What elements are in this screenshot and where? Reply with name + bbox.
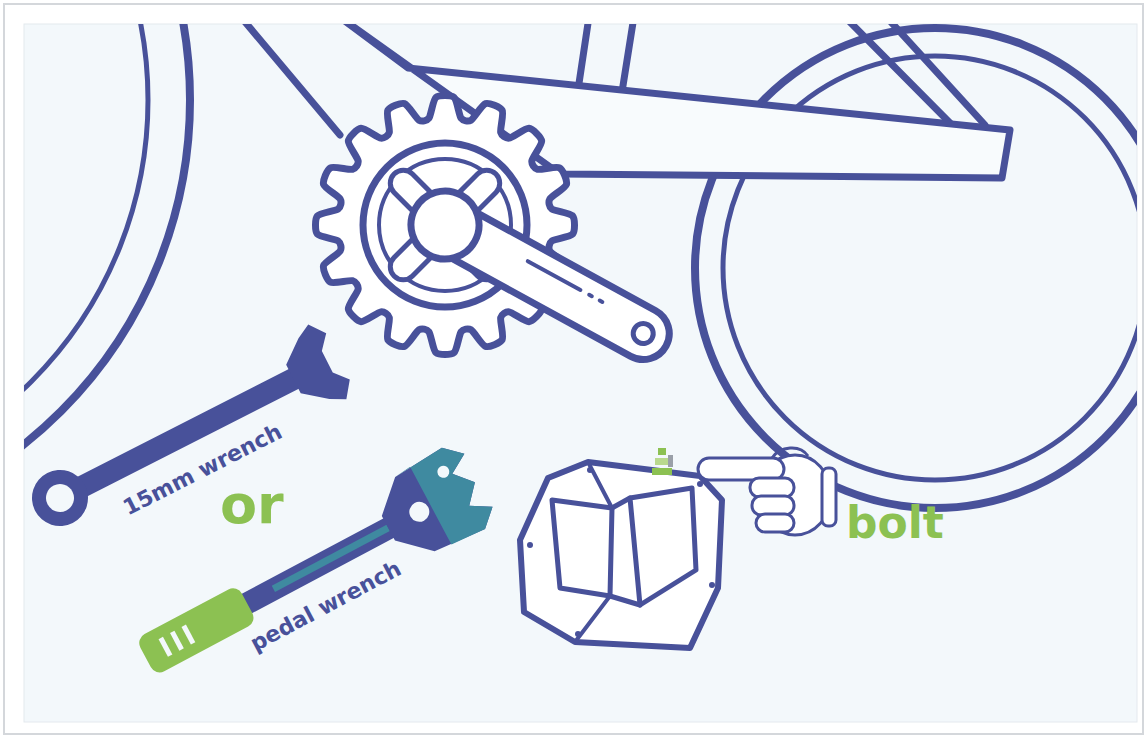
conjunction-label: or bbox=[220, 474, 284, 536]
tool-label: pedal wrench bbox=[246, 556, 405, 657]
pointing-hand bbox=[698, 448, 836, 535]
pedal-bolt bbox=[652, 448, 673, 475]
rear-wheel bbox=[695, 28, 1137, 508]
part-label: bolt bbox=[846, 498, 944, 549]
open-end-wrench bbox=[16, 319, 357, 548]
crank-arm bbox=[399, 179, 683, 376]
chainring-teeth bbox=[315, 95, 574, 354]
frame-border bbox=[4, 4, 1143, 734]
pedal bbox=[520, 462, 722, 648]
chainring bbox=[315, 95, 574, 354]
